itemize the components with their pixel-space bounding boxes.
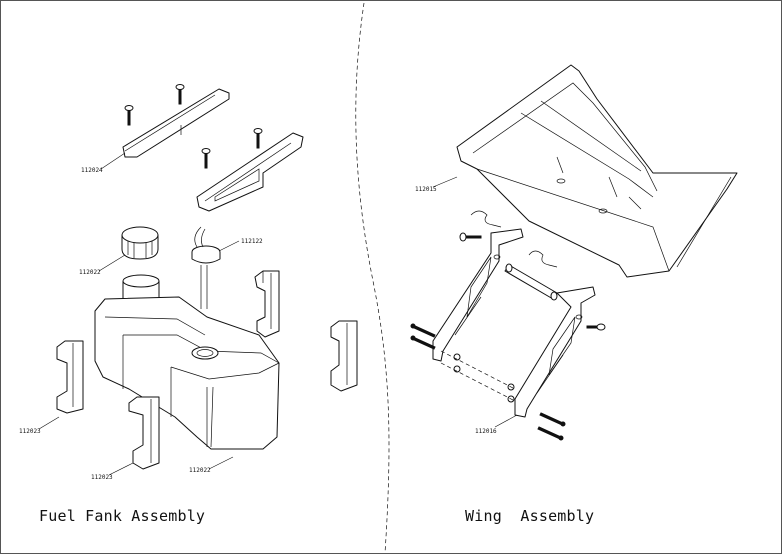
wing xyxy=(456,64,738,278)
screw-icon xyxy=(586,323,606,331)
fuel-filter xyxy=(191,226,221,309)
fuel-cap xyxy=(121,226,159,260)
part-number-label: 112022 xyxy=(189,467,211,474)
part-number-label: 112024 xyxy=(81,167,103,174)
screw-icon xyxy=(175,84,185,105)
wing-stay-right xyxy=(514,286,596,418)
screw-icon xyxy=(410,335,436,350)
tank-mount-left xyxy=(56,340,84,414)
wing-assembly-title: Wing Assembly xyxy=(465,507,595,525)
screw-icon xyxy=(459,232,482,242)
part-number-label: 112022 xyxy=(79,269,101,276)
part-number-label: 112015 xyxy=(415,186,437,193)
tank-mount-middle xyxy=(128,396,160,470)
screw-icon xyxy=(253,128,263,149)
section-divider xyxy=(355,2,390,554)
tank-mount-right xyxy=(254,270,280,338)
screw-icon xyxy=(537,426,564,441)
wing-stay-left xyxy=(432,228,524,362)
fuel-tank xyxy=(94,274,280,450)
part-number-label: 112023 xyxy=(91,474,113,481)
screw-icon xyxy=(124,105,134,126)
part-number-label: 112016 xyxy=(475,428,497,435)
screw-icon xyxy=(410,323,436,338)
fuel-tank-assembly-title: Fuel Fank Assembly xyxy=(39,507,206,525)
tank-mount-far-right xyxy=(330,320,358,392)
body-clip-icon xyxy=(470,210,502,228)
screw-icon xyxy=(539,412,566,427)
screw-icon xyxy=(201,148,211,169)
part-number-label: 112122 xyxy=(241,238,263,245)
part-number-label: 112023 xyxy=(19,428,41,435)
nut-icon xyxy=(453,353,515,403)
wing-stay-rod xyxy=(504,263,558,301)
body-clip-icon xyxy=(528,250,558,268)
tank-bracket-lower xyxy=(196,132,304,212)
tank-bracket-upper xyxy=(122,88,230,158)
